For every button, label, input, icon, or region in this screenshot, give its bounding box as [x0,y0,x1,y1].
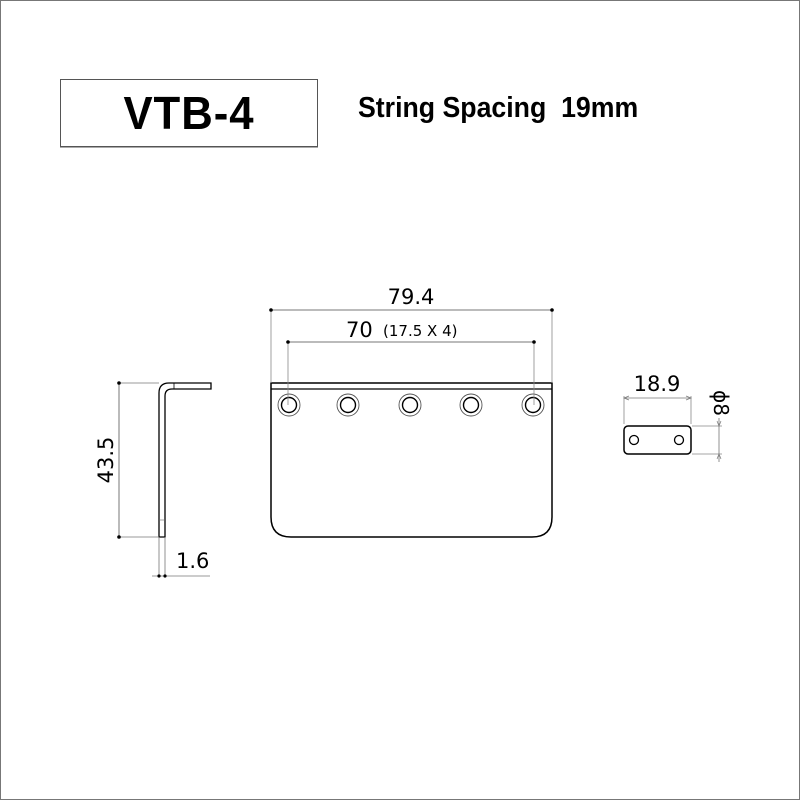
model-title-box: VTB-4 [60,79,318,147]
saddle-hole-icon [628,434,640,446]
hole-icon [398,393,422,417]
thickness-label: 1.6 [176,549,209,573]
svg-text:70: 70 [346,318,373,342]
width-label: 79.4 [388,285,435,309]
hole-icon [459,393,483,417]
saddle-diameter-label: ϕ8 [709,390,733,416]
height-label: 43.5 [94,437,118,484]
saddle-view: 18.9 ϕ8 [623,372,733,462]
string-spacing-label: String Spacing 19mm [358,92,639,124]
hole-icon [277,393,301,417]
saddle-hole-icon [673,434,685,446]
bracket-profile [158,382,212,538]
model-name: VTB-4 [123,87,255,139]
saddle-body [623,425,692,455]
hole-span-note: (17.5 X 4) [383,322,457,340]
bridge-plate [270,382,553,538]
front-view: 79.4 70 (17.5 X 4) [269,285,554,538]
hole-span-label: 70 [346,318,373,342]
side-view: 43.5 1.6 [94,381,212,578]
mounting-holes [277,393,545,417]
hole-icon [521,393,545,417]
saddle-length-label: 18.9 [634,372,681,396]
hole-icon [336,393,360,417]
